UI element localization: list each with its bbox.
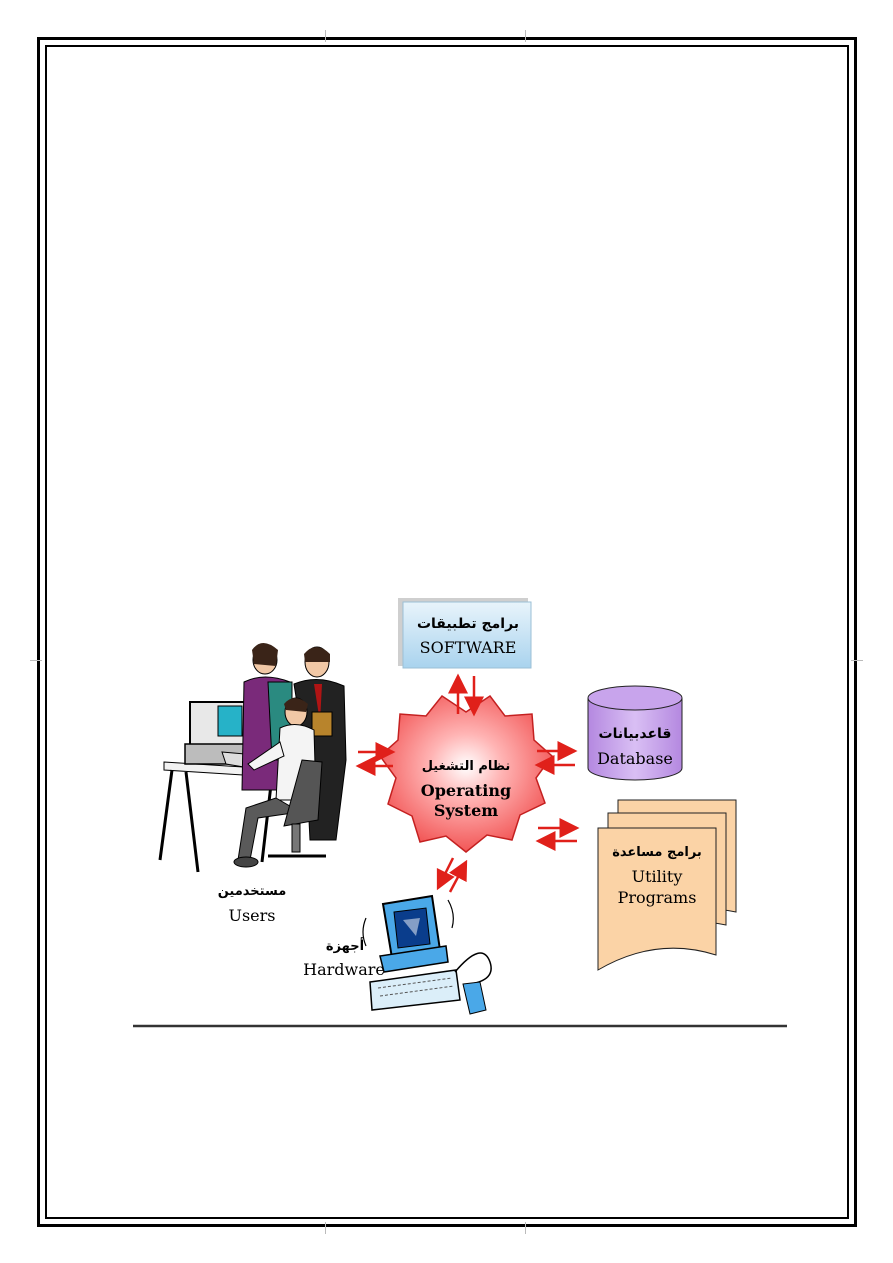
utility-arabic-label: برامج مساعدة bbox=[612, 845, 702, 860]
database-arabic-label: قاعدبيانات bbox=[599, 726, 672, 742]
os-arabic-label: نظام التشغيل bbox=[422, 759, 511, 774]
page-border-outer bbox=[37, 37, 857, 1227]
users-arabic-label: مستخدمين bbox=[218, 884, 287, 899]
os-english-line2: System bbox=[434, 801, 498, 820]
crop-mark bbox=[325, 30, 326, 42]
arrow-hardware-to-os bbox=[448, 859, 468, 893]
software-english-label: SOFTWARE bbox=[420, 638, 517, 657]
arrow-os-to-hardware bbox=[436, 857, 455, 891]
utility-english-line2: Programs bbox=[618, 888, 697, 907]
hardware-clipart: أجهزة Hardware bbox=[303, 894, 492, 1015]
crop-mark bbox=[525, 30, 526, 42]
crop-mark bbox=[525, 1222, 526, 1234]
users-clipart: مستخدمين Users bbox=[158, 643, 347, 925]
utility-programs-pages: برامج مساعدة Utility Programs bbox=[597, 799, 737, 971]
crop-mark bbox=[30, 660, 42, 661]
utility-english-line1: Utility bbox=[632, 867, 683, 886]
crop-mark bbox=[851, 660, 863, 661]
page-border-inner bbox=[45, 45, 849, 1219]
software-box: برامج تطبيقات SOFTWARE bbox=[398, 598, 532, 669]
os-english-line1: Operating bbox=[421, 781, 511, 800]
hardware-english-label: Hardware bbox=[303, 960, 385, 979]
hardware-arabic-label: أجهزة bbox=[326, 937, 364, 954]
connection-arrows bbox=[355, 673, 580, 893]
users-english-label: Users bbox=[228, 906, 275, 925]
database-cylinder: قاعدبيانات Database bbox=[587, 685, 683, 781]
database-english-label: Database bbox=[597, 749, 673, 768]
operating-system-shape: نظام التشغيل Operating System bbox=[378, 694, 554, 853]
crop-mark bbox=[325, 1222, 326, 1234]
software-arabic-label: برامج تطبيقات bbox=[417, 616, 519, 632]
